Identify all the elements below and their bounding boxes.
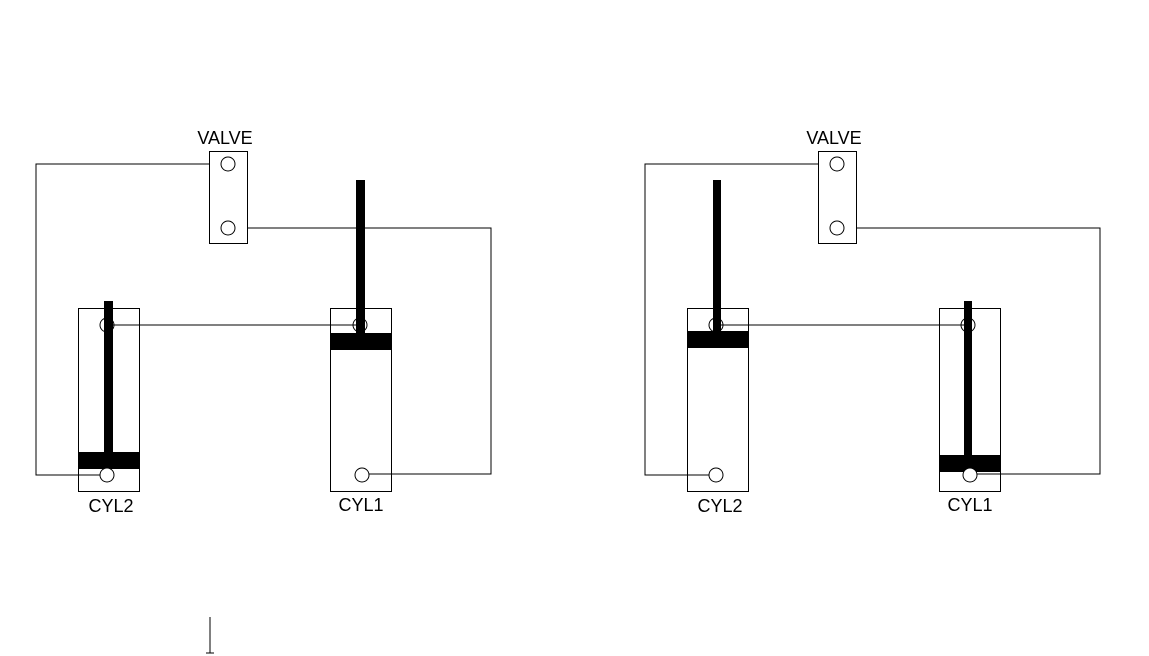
cyl1-port-top <box>960 317 976 333</box>
valve-port-top <box>220 156 236 172</box>
valve-port-top <box>829 156 845 172</box>
cyl1-port-bottom <box>962 467 978 483</box>
cyl2-port-bottom <box>708 467 724 483</box>
valve-label: VALVE <box>806 128 861 148</box>
cyl2-port-top <box>708 317 724 333</box>
cyl1-port-bottom <box>354 467 370 483</box>
diagram-left: VALVE CYL2 CYL1 <box>35 128 492 516</box>
pipe-valve-top-to-cyl2-bottom <box>35 163 228 476</box>
cyl2-piston-rod <box>713 180 721 335</box>
text-cursor-icon <box>206 617 214 654</box>
cyl1-piston-head <box>330 333 392 350</box>
cyl2-port-top <box>99 317 115 333</box>
valve-port-bottom <box>220 220 236 236</box>
cyl2-piston-rod <box>104 301 113 456</box>
cyl2-label: CYL2 <box>697 496 742 516</box>
cyl1-label: CYL1 <box>338 495 383 515</box>
pipe-valve-bottom-to-cyl1-bottom <box>837 227 1101 475</box>
cyl2-piston-head <box>78 452 140 469</box>
diagram-right: VALVE CYL2 CYL1 <box>644 128 1101 516</box>
cyl1-label: CYL1 <box>947 495 992 515</box>
valve-label: VALVE <box>197 128 252 148</box>
pipe-valve-top-to-cyl2-bottom <box>644 163 837 476</box>
cyl1-piston-rod <box>356 180 365 335</box>
cyl1-piston-head <box>939 455 1001 472</box>
cyl2-port-bottom <box>99 467 115 483</box>
cyl1-piston-rod <box>964 301 972 461</box>
valve-body <box>818 151 857 244</box>
cyl2-label: CYL2 <box>88 496 133 516</box>
cyl1-port-top <box>352 317 368 333</box>
valve-body <box>209 151 248 244</box>
cyl2-piston-head <box>687 331 749 348</box>
valve-port-bottom <box>829 220 845 236</box>
